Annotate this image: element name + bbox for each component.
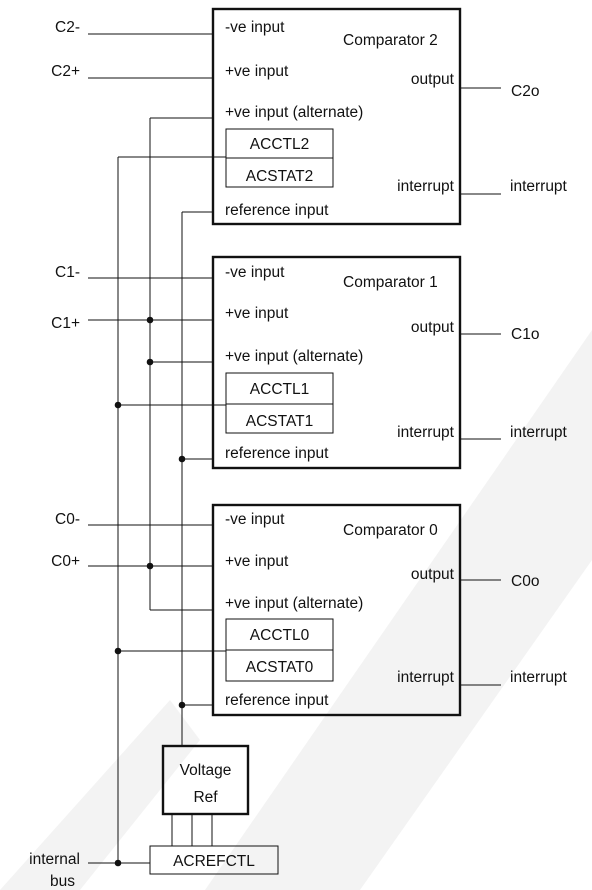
comparator-0-stat-register	[225, 649, 334, 682]
junction-dot	[146, 316, 154, 324]
voltage-reference: Voltage Ref	[161, 744, 250, 846]
comparator-2-output-port: output	[411, 71, 455, 88]
internal-bus-label-2: bus	[50, 873, 75, 890]
comparator-2-minus-pin: C2-	[55, 19, 80, 36]
comparator-2-ctl-label: ACCTL2	[250, 136, 309, 153]
comparator-0-minus-pin: C0-	[55, 511, 80, 528]
acrefctl-register: ACREFCTL	[88, 845, 279, 875]
comparator-1-neg-port: -ve input	[225, 264, 285, 281]
comparator-1-title: Comparator 1	[343, 274, 438, 291]
comparator-2-plus-pin: C2+	[51, 63, 80, 80]
voltage-ref-box	[161, 744, 250, 816]
comparator-0-title: Comparator 0	[343, 522, 438, 539]
internal-bus-label-1: internal	[29, 851, 80, 868]
junction-dot	[178, 701, 186, 709]
junction-dot	[146, 562, 154, 570]
comparator-1-interrupt-port: interrupt	[397, 424, 455, 441]
comparator-0-alt-port: +ve input (alternate)	[225, 595, 363, 612]
comparator-0-interrupt-port: interrupt	[397, 669, 455, 686]
comparator-2-box	[211, 7, 462, 226]
comparator-0-neg-port: -ve input	[225, 511, 285, 528]
comparator-2-neg-port: -ve input	[225, 19, 285, 36]
comparator-0-ctl-label: ACCTL0	[250, 627, 310, 644]
register-bus	[114, 156, 226, 867]
comparator-0-stat-label: ACSTAT0	[246, 659, 314, 676]
acrefctl-label: ACREFCTL	[173, 853, 255, 870]
comparator-1-pos-port: +ve input	[225, 305, 289, 322]
comparator-2: Comparator 2 -ve input +ve input +ve inp…	[51, 7, 568, 226]
comparator-2-interrupt-out: interrupt	[510, 178, 568, 195]
comparator-1-minus-pin: C1-	[55, 264, 80, 281]
comparator-1-plus-pin: C1+	[51, 315, 80, 332]
comparator-1-output-port: output	[411, 319, 455, 336]
comparator-1: Comparator 1 -ve input +ve input +ve inp…	[51, 255, 568, 470]
comparator-2-stat-label: ACSTAT2	[246, 168, 313, 185]
alternate-input-bus	[146, 117, 213, 611]
comparator-1-stat-label: ACSTAT1	[246, 413, 313, 430]
comparator-2-stat-register	[225, 157, 334, 188]
watermark	[0, 330, 592, 890]
comparator-0-output-port: output	[411, 566, 455, 583]
comparator-1-stat-register	[225, 403, 334, 434]
acrefctl-box	[149, 845, 279, 875]
comparator-2-interrupt-port: interrupt	[397, 178, 455, 195]
reference-bus	[178, 211, 213, 746]
comparator-2-output-pin: C2o	[511, 83, 539, 100]
voltage-ref-label-1: Voltage	[180, 762, 232, 779]
comparator-1-alt-port: +ve input (alternate)	[225, 348, 363, 365]
comparator-0-output-pin: C0o	[511, 573, 539, 590]
comparator-0-pos-port: +ve input	[225, 553, 289, 570]
comparator-0-interrupt-out: interrupt	[510, 669, 568, 686]
comparator-1-interrupt-out: interrupt	[510, 424, 568, 441]
comparator-2-ref-port: reference input	[225, 202, 329, 219]
junction-dot	[146, 358, 154, 366]
junction-dot	[114, 647, 122, 655]
comparator-0-plus-pin: C0+	[51, 553, 80, 570]
comparator-0: Comparator 0 -ve input +ve input +ve inp…	[51, 503, 568, 717]
comparator-2-title: Comparator 2	[343, 32, 438, 49]
voltage-ref-label-2: Ref	[193, 789, 218, 806]
junction-dot	[178, 455, 186, 463]
comparator-1-output-pin: C1o	[511, 326, 539, 343]
junction-dot	[114, 401, 122, 409]
comparator-1-ref-port: reference input	[225, 445, 329, 462]
comparator-2-pos-port: +ve input	[225, 63, 289, 80]
comparator-2-alt-port: +ve input (alternate)	[225, 104, 363, 121]
comparator-0-ref-port: reference input	[225, 692, 329, 709]
comparator-1-ctl-label: ACCTL1	[250, 381, 309, 398]
